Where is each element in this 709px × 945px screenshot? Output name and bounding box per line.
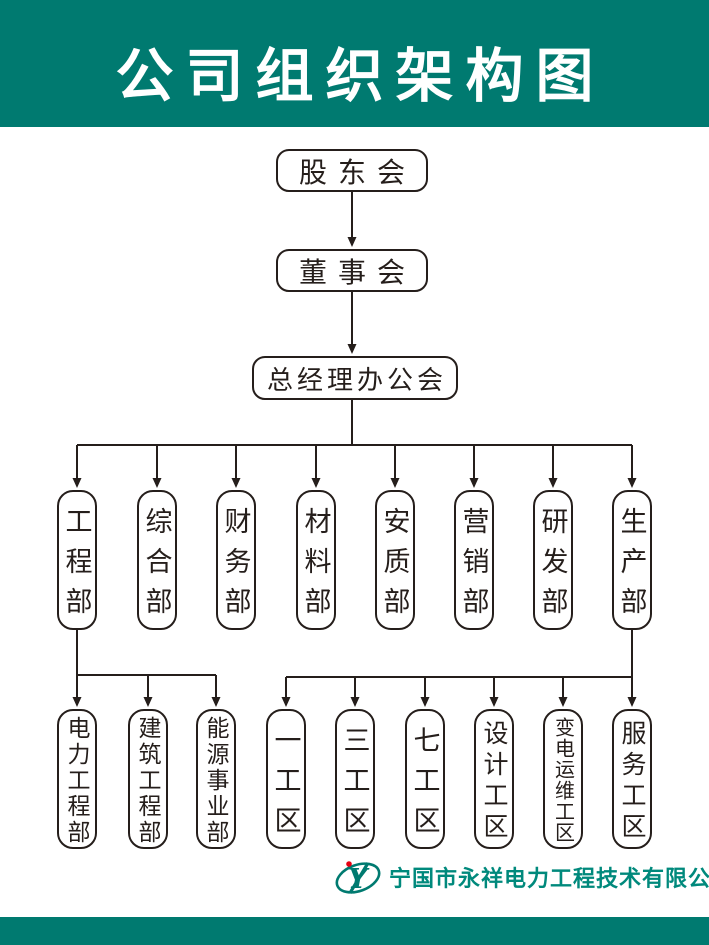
header-banner: 公司组织架构图 (0, 0, 709, 127)
page-title: 公司组织架构图 (115, 43, 606, 109)
footer-brand: Y 宁国市永祥电力工程技术有限公司 (333, 856, 709, 898)
company-name: 宁国市永祥电力工程技术有限公司 (389, 866, 709, 891)
org-node-production-dept: 生产部 (612, 490, 652, 630)
org-node-board-of-directors: 董事会 (276, 249, 428, 292)
org-node-work-area-1: 一工区 (266, 709, 306, 849)
org-node-marketing-dept: 营销部 (454, 490, 494, 630)
bottom-color-bar (0, 917, 709, 945)
org-node-materials-dept: 材料部 (296, 490, 336, 630)
org-node-rnd-dept: 研发部 (533, 490, 573, 630)
org-node-service-work-area: 服务工区 (612, 709, 652, 849)
company-logo-yx-icon: Y (335, 861, 381, 895)
org-node-energy-business-dept: 能源事业部 (196, 709, 236, 849)
org-node-work-area-3: 三工区 (335, 709, 375, 849)
org-node-electric-power-engineering-dept: 电力工程部 (57, 709, 97, 849)
org-node-design-work-area: 设计工区 (474, 709, 514, 849)
org-node-engineering-dept: 工程部 (57, 490, 97, 630)
org-node-work-area-7: 七工区 (405, 709, 445, 849)
org-node-finance-dept: 财务部 (216, 490, 256, 630)
org-node-general-affairs-dept: 综合部 (137, 490, 177, 630)
org-node-shareholders-meeting: 股东会 (276, 149, 428, 192)
org-node-construction-engineering-dept: 建筑工程部 (128, 709, 168, 849)
org-node-substation-om-work-area: 变电运维工区 (543, 709, 583, 849)
org-node-general-manager-office: 总经理办公会 (252, 356, 458, 400)
org-node-safety-quality-dept: 安质部 (375, 490, 415, 630)
